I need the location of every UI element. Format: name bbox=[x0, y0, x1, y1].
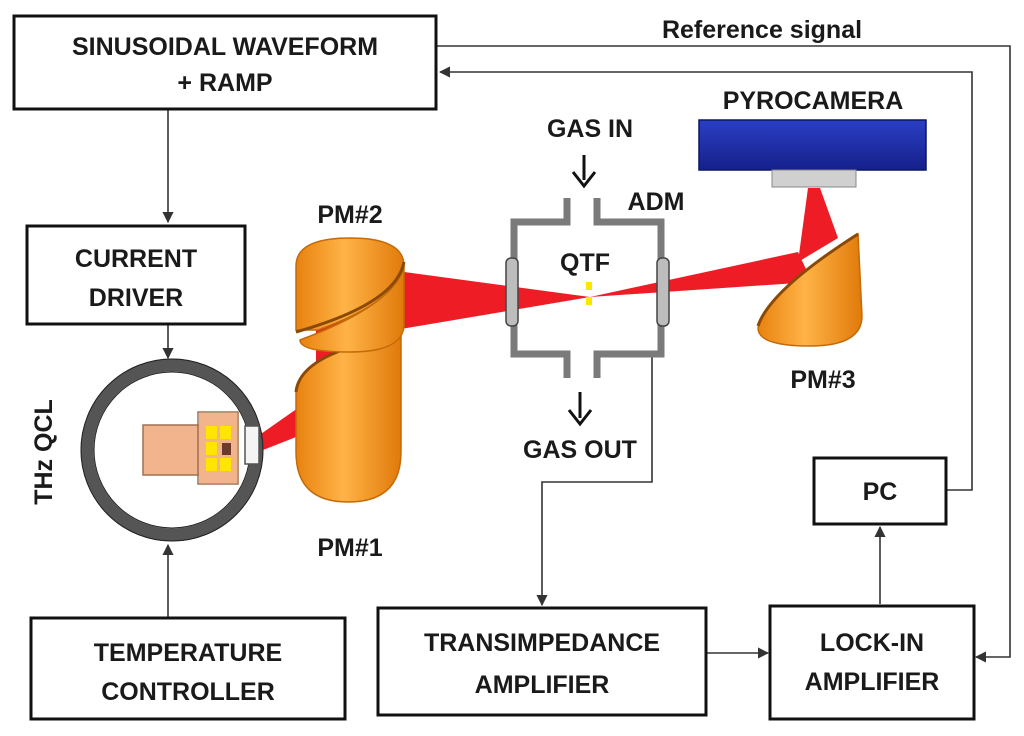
waveform-label-line1: SINUSOIDAL WAVEFORM bbox=[72, 33, 378, 61]
adm-window-right bbox=[656, 257, 670, 327]
gas-out-arrow bbox=[567, 392, 593, 427]
beam-pm2-to-focus bbox=[360, 266, 590, 330]
gas-in-arrow bbox=[571, 155, 597, 189]
thz-qcl-label: THz QCL bbox=[30, 399, 58, 505]
adm-window-left bbox=[505, 257, 519, 327]
qtf-prongs bbox=[586, 282, 592, 305]
reference-signal-label: Reference signal bbox=[662, 16, 862, 44]
lock-in-box: LOCK-IN AMPLIFIER bbox=[768, 604, 976, 721]
qtf-label: QTF bbox=[560, 249, 610, 277]
pyrocamera bbox=[698, 119, 927, 188]
cryostat-window bbox=[244, 425, 260, 465]
pm1-label: PM#1 bbox=[317, 534, 382, 562]
wires bbox=[162, 45, 1011, 663]
temp-label-line1: TEMPERATURE bbox=[94, 639, 282, 667]
gas-in-label: GAS IN bbox=[547, 115, 633, 143]
tia-label-line1: TRANSIMPEDANCE bbox=[424, 629, 660, 657]
pm2-mirror bbox=[295, 237, 406, 353]
pyrocamera-label: PYROCAMERA bbox=[723, 87, 904, 115]
pm3-mirror bbox=[756, 232, 863, 347]
driver-label-line2: DRIVER bbox=[89, 284, 183, 312]
temperature-controller-box: TEMPERATURE CONTROLLER bbox=[29, 616, 347, 721]
pc-box: PC bbox=[812, 456, 948, 526]
adm-cell bbox=[505, 198, 670, 378]
pc-label: PC bbox=[863, 478, 898, 506]
qcl-chip bbox=[206, 426, 231, 471]
lockin-label-line1: LOCK-IN bbox=[820, 629, 924, 657]
pm2-label: PM#2 bbox=[317, 201, 382, 229]
pm1-mirror bbox=[294, 334, 402, 503]
temp-label-line2: CONTROLLER bbox=[101, 678, 275, 706]
waveform-box: SINUSOIDAL WAVEFORM + RAMP bbox=[12, 14, 438, 111]
waveform-label-line2: + RAMP bbox=[177, 69, 272, 97]
current-driver-box: CURRENT DRIVER bbox=[25, 224, 247, 326]
transimpedance-box: TRANSIMPEDANCE AMPLIFIER bbox=[376, 606, 708, 717]
tia-label-line2: AMPLIFIER bbox=[475, 671, 610, 699]
adm-label: ADM bbox=[628, 188, 685, 216]
lockin-label-line2: AMPLIFIER bbox=[805, 668, 940, 696]
camera-sensor bbox=[771, 169, 857, 188]
pm3-label: PM#3 bbox=[790, 366, 855, 394]
beam-pm3-to-camera bbox=[798, 188, 838, 262]
gas-out-label: GAS OUT bbox=[523, 436, 637, 464]
thz-qcl bbox=[80, 358, 264, 542]
beam-focus-to-pm3 bbox=[590, 252, 812, 297]
driver-label-line1: CURRENT bbox=[75, 245, 197, 273]
